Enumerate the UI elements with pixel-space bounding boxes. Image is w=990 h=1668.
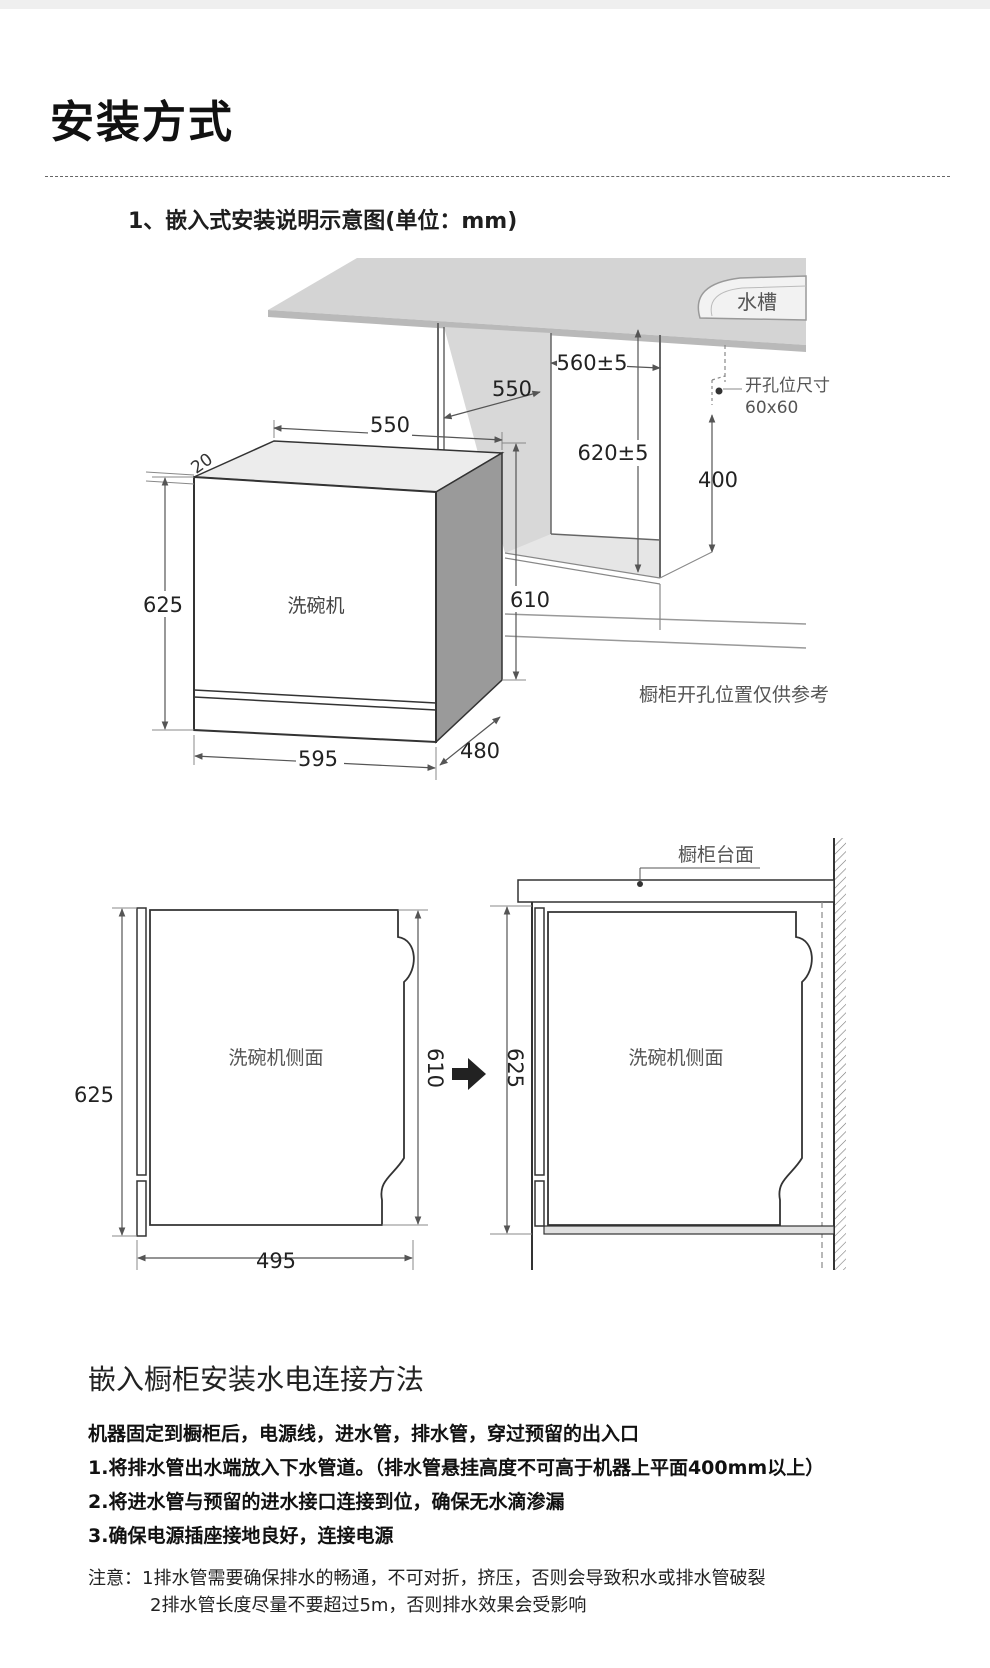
countertop-edge — [268, 310, 806, 352]
dishwasher-side-outline-right — [547, 911, 813, 1226]
hole-marker — [715, 387, 723, 395]
dishwasher-side — [435, 451, 503, 744]
appliance-label: 洗碗机 — [287, 595, 344, 617]
dim-front-height: 625 — [143, 593, 183, 617]
dim-depth: 480 — [460, 739, 500, 763]
wall — [834, 838, 846, 1270]
step-2: 2.将进水管与预留的进水接口连接到位，确保无水滴渗漏 — [88, 1491, 565, 1513]
dim-bottom: 495 — [256, 1249, 296, 1273]
notes: 注意：1排水管需要确保排水的畅通，不可对折，挤压，否则会导致积水或排水管破裂 2… — [88, 1565, 765, 1619]
diagram-subtitle: 1、嵌入式安装说明示意图(单位：mm) — [128, 209, 518, 234]
dim-left-height: 625 — [74, 1083, 114, 1107]
dim-hole-height: 400 — [698, 468, 738, 492]
page-title: 安装方式 — [50, 97, 234, 148]
dashed-divider — [45, 176, 950, 177]
section-heading: 嵌入橱柜安装水电连接方法 — [88, 1363, 425, 1396]
note-2: 2排水管长度尽量不要超过5m，否则排水效果会受影响 — [150, 1595, 587, 1616]
dim-left-inner: 610 — [423, 1048, 447, 1088]
dim-niche-width: 560±5 — [556, 351, 627, 375]
cabinet-floor — [543, 1225, 835, 1235]
dim-right-height: 625 — [503, 1048, 527, 1088]
countertop-side — [517, 879, 835, 903]
dim-niche-depth: 550 — [492, 377, 532, 401]
isometric-view: 水槽 开孔位尺寸 60x60 400 560±5 620± — [141, 258, 830, 780]
dishwasher-side-outline-left — [149, 909, 415, 1226]
note-1: 注意：1排水管需要确保排水的畅通，不可对折，挤压，否则会导致积水或排水管破裂 — [88, 1568, 766, 1589]
dim-side-height: 610 — [510, 588, 550, 612]
door-panel-upper — [136, 907, 147, 1176]
dim-width: 595 — [298, 747, 338, 771]
dim-top-depth: 550 — [370, 413, 410, 437]
dim-niche-height: 620±5 — [577, 441, 648, 465]
door-panel-lower — [136, 1180, 147, 1237]
top-band — [0, 0, 990, 9]
hole-size-value: 60x60 — [745, 398, 798, 418]
door-panel-lower-right — [534, 1180, 545, 1227]
hole-size-label: 开孔位尺寸 — [745, 376, 830, 396]
counter-label: 橱柜台面 — [678, 844, 754, 866]
step-intro: 机器固定到橱柜后，电源线，进水管，排水管，穿过预留的出入口 — [88, 1423, 640, 1445]
installation-diagram: 水槽 开孔位尺寸 60x60 400 560±5 620± — [74, 258, 846, 1273]
side-label-right: 洗碗机侧面 — [628, 1047, 723, 1069]
arrow-right-icon — [452, 1058, 486, 1090]
cabinet-note: 橱柜开孔位置仅供参考 — [639, 684, 829, 706]
niche-floor — [505, 534, 660, 578]
side-view-left: 洗碗机侧面 625 610 495 — [74, 907, 447, 1273]
side-label-left: 洗碗机侧面 — [228, 1047, 323, 1069]
connection-steps: 机器固定到橱柜后，电源线，进水管，排水管，穿过预留的出入口 1.将排水管出水端放… — [88, 1417, 824, 1553]
door-panel-upper-right — [534, 907, 545, 1176]
step-3: 3.确保电源插座接地良好，连接电源 — [88, 1525, 394, 1547]
countertop — [268, 258, 806, 345]
side-view-right: 橱柜台面 洗碗机侧面 625 — [490, 838, 846, 1270]
sink-label: 水槽 — [737, 290, 777, 314]
step-1: 1.将排水管出水端放入下水管道。（排水管悬挂高度不可高于机器上平面400mm以上… — [88, 1457, 825, 1479]
dishwasher-front — [193, 475, 437, 744]
